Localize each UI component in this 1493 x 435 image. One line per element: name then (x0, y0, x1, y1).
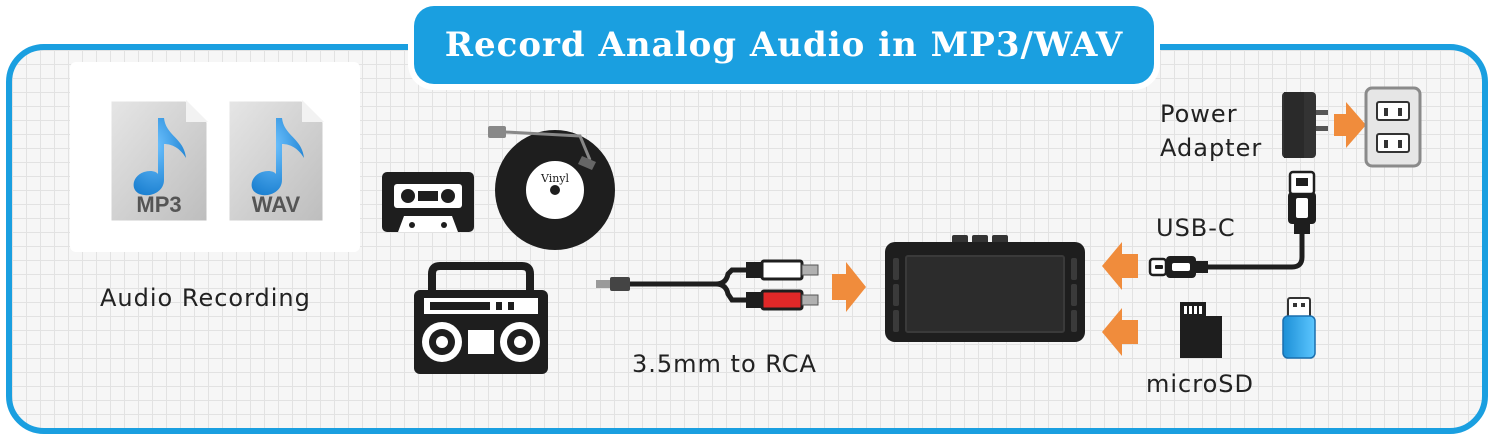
page-title: Record Analog Audio in MP3/WAV (444, 25, 1124, 65)
power-plug-icon (1282, 92, 1328, 158)
arrow-right-icon (1334, 102, 1366, 148)
usb-flash-drive-icon (1282, 297, 1316, 359)
wall-outlet-icon (1364, 86, 1422, 168)
rca-cable-icon (596, 259, 819, 311)
cable-label: 3.5mm to RCA (632, 350, 817, 378)
wav-file-label: WAV (252, 192, 301, 217)
usb-c-label: USB-C (1156, 214, 1236, 242)
boombox-icon (414, 262, 548, 374)
title-banner: Record Analog Audio in MP3/WAV (414, 6, 1154, 84)
cassette-tape-icon (382, 172, 474, 232)
microsd-card-icon (1180, 302, 1222, 358)
power-adapter-label-line2: Adapter (1160, 134, 1263, 162)
vinyl-record-icon: Vinyl (488, 126, 615, 250)
usb-c-cable-icon (1148, 170, 1316, 278)
arrow-right-icon (832, 262, 866, 312)
recorder-device-icon (885, 235, 1085, 342)
power-adapter-label-line1: Power (1160, 100, 1238, 128)
vinyl-label-text: Vinyl (540, 172, 570, 185)
mp3-file-icon: MP3 (108, 98, 210, 224)
arrow-left-icon (1102, 242, 1138, 356)
wav-file-icon: WAV (226, 98, 326, 224)
microsd-label: microSD (1146, 370, 1254, 398)
audio-recording-label: Audio Recording (100, 284, 311, 312)
mp3-file-label: MP3 (136, 192, 181, 217)
